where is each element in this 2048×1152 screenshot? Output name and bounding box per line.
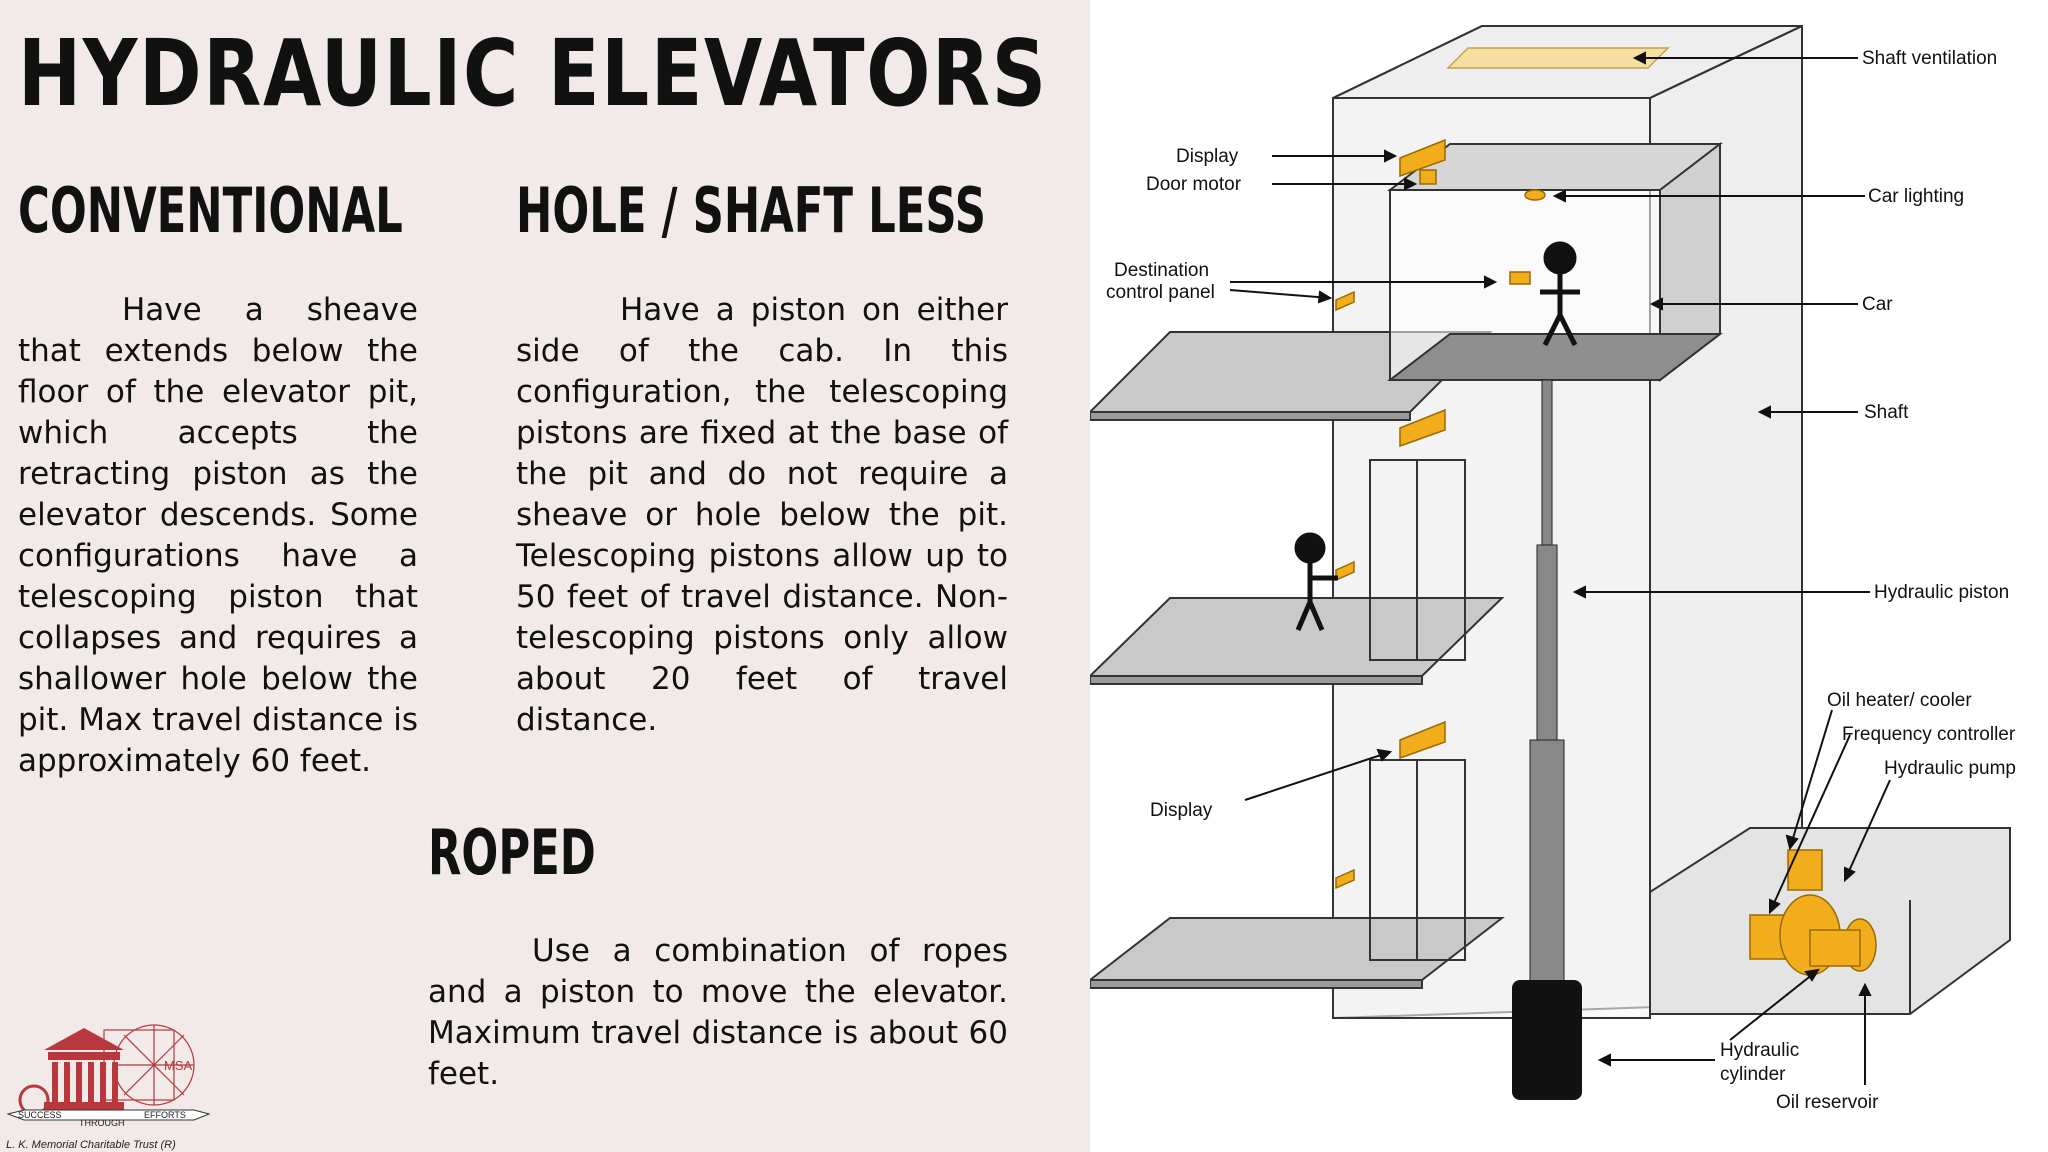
label-car-lighting: Car lighting (1868, 186, 1964, 207)
label-hydraulic-cylinder-1: Hydraulic (1720, 1040, 1799, 1061)
label-display-top: Display (1176, 146, 1239, 167)
label-hydraulic-cylinder-2: cylinder (1720, 1064, 1786, 1085)
piston-upper (1541, 379, 1553, 551)
body-conventional: Have a sheave that extends below the flo… (18, 292, 418, 779)
heading-roped: ROPED (428, 816, 596, 889)
label-shaft-ventilation: Shaft ventilation (1862, 48, 1997, 69)
heading-hole-shaftless: HOLE / SHAFT LESS (516, 174, 986, 247)
logo-badge: MSA (164, 1058, 193, 1073)
label-door-motor: Door motor (1146, 174, 1242, 195)
label-oil-heater-cooler: Oil heater/ cooler (1827, 690, 1972, 711)
call-button-lower (1335, 868, 1355, 890)
shaft-ventilation-grille (1446, 47, 1670, 69)
person-in-car (1540, 241, 1580, 347)
label-shaft: Shaft (1864, 402, 1909, 423)
label-destination-2: control panel (1106, 282, 1215, 303)
display-top (1399, 138, 1446, 178)
destination-panel (1335, 290, 1355, 312)
logo-ribbon-2: THROUGH (79, 1118, 125, 1128)
car-panel (1509, 271, 1531, 285)
label-hydraulic-piston: Hydraulic piston (1874, 582, 2009, 603)
logo-ribbon-3: EFFORTS (144, 1110, 186, 1120)
heading-conventional: CONVENTIONAL (18, 174, 403, 247)
car-light (1524, 189, 1546, 201)
label-car: Car (1862, 294, 1893, 315)
slide-title: HYDRAULIC ELEVATORS (18, 20, 1048, 127)
hydraulic-elevator-diagram: Shaft ventilation Display Door motor Car… (1090, 25, 2016, 1113)
car-floor (1387, 333, 1723, 381)
hydraulic-cylinder (1512, 980, 1582, 1100)
body-roped: Use a combination of ropes and a piston … (428, 933, 1008, 1092)
label-hydraulic-pump: Hydraulic pump (1884, 758, 2016, 779)
oil-heater-cooler (1787, 849, 1823, 891)
label-oil-reservoir: Oil reservoir (1776, 1092, 1879, 1113)
display-middle (1399, 408, 1446, 448)
person-waiting (1294, 532, 1338, 631)
display-lower (1399, 720, 1446, 760)
logo-caption: L. K. Memorial Charitable Trust (R) (6, 1139, 176, 1151)
trust-logo: MSA SUCCESS THROUGH EFFORTS L. K. Memori… (6, 1024, 211, 1151)
label-destination-1: Destination (1114, 260, 1209, 281)
text-panel (0, 0, 1090, 1152)
label-frequency-controller: Frequency controller (1842, 724, 2016, 745)
piston-lower (1529, 739, 1565, 991)
body-hole-shaftless: Have a piston on either side of the cab.… (516, 292, 1008, 738)
label-display-bottom: Display (1150, 800, 1213, 821)
temple-icon (18, 1028, 124, 1116)
logo-ribbon-1: SUCCESS (18, 1110, 62, 1120)
piston-middle (1536, 544, 1558, 746)
door-motor (1419, 169, 1437, 185)
